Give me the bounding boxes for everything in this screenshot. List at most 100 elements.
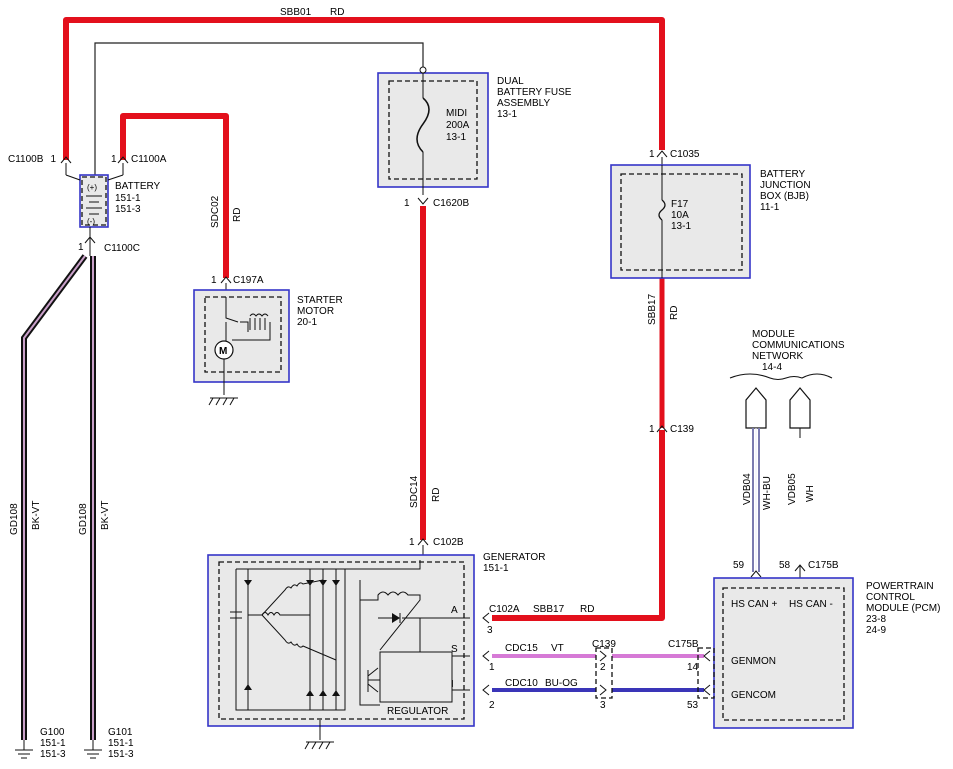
f17-name: F17 [671, 199, 689, 210]
bjb-line3: BOX (BJB) [760, 191, 809, 202]
wire-gd108-a[interactable] [21, 254, 88, 740]
pcm-genmon: GENMON [731, 656, 776, 667]
connector-c139-mid-label: C139 [592, 639, 616, 650]
connector-c1100a-symbol [117, 156, 129, 164]
dual-battery-fuse-assembly[interactable]: MIDI 200A 13-1 [377, 66, 489, 195]
wire-sbb17-gen-color: RD [580, 604, 594, 615]
connector-c139-top-label: C139 [670, 424, 694, 435]
connector-c1100b-symbol [60, 156, 72, 164]
battery-junction-box[interactable]: F17 10A 13-1 [610, 164, 751, 279]
connector-c139-mid-pin-b: 3 [600, 700, 606, 711]
wire-sbb01[interactable] [63, 17, 665, 160]
connector-c1620b-label: C1620B [433, 198, 469, 209]
wire-cdc10-label: CDC10 [505, 678, 538, 689]
generator-term-i: I [451, 679, 454, 690]
wire-sbb01-label: SBB01 [280, 7, 312, 18]
starter-motor[interactable]: M [193, 289, 290, 395]
wire-cdc15-color: VT [551, 643, 564, 654]
pcm-ref1: 23-8 [866, 614, 886, 625]
wire-sdc02[interactable] [120, 113, 229, 278]
wire-gd108-a-label: GD108 [9, 503, 20, 535]
ground-g100-label: G100 [40, 727, 65, 738]
battery-name: BATTERY [115, 181, 161, 192]
starter-ref: 20-1 [297, 317, 317, 328]
generator[interactable]: REGULATOR A S I [207, 554, 475, 740]
connector-c1620b-pin: 1 [404, 198, 410, 209]
battery[interactable]: (+) (-) [79, 174, 109, 228]
connector-c1100a-pin: 1 [111, 154, 117, 165]
wire-sdc02-label: SDC02 [210, 195, 221, 228]
generator-term-s: S [451, 644, 458, 655]
battery-pos-label: (+) [87, 183, 97, 192]
fuse-assembly-ref: 13-1 [497, 109, 517, 120]
battery-ref2: 151-3 [115, 204, 141, 215]
wire-gd108-a-color: BK-VT [31, 501, 42, 530]
connector-cdc10-pin: 2 [489, 700, 495, 711]
mcn-ref: 14-4 [762, 362, 782, 373]
connector-cdc10-symbol [482, 684, 490, 696]
connector-c102a-label: C102A [489, 604, 520, 615]
fuse-assembly-line3: ASSEMBLY [497, 98, 550, 109]
wire-vdb04[interactable] [752, 428, 760, 572]
ground-g100-ref1: 151-1 [40, 738, 66, 749]
connector-c197a-pin: 1 [211, 275, 217, 286]
connector-c175b-pin-53: 53 [687, 700, 699, 711]
wire-sbb17-gen-label: SBB17 [533, 604, 565, 615]
starter-motor-symbol: M [219, 346, 227, 357]
connector-c1100c-label: C1100C [104, 243, 140, 254]
battery-neg-label: (-) [87, 217, 95, 226]
f17-rating: 10A [671, 210, 689, 221]
network-splice-left-icon [745, 387, 767, 429]
wire-battery-fuse[interactable] [94, 42, 424, 175]
connector-c1620b-symbol [417, 197, 429, 205]
f17-ref: 13-1 [671, 221, 691, 232]
f17-fuse-icon [658, 199, 666, 221]
ground-g100-icon [15, 740, 33, 759]
connector-cdc15-symbol [482, 650, 490, 662]
ground-g100-ref2: 151-3 [40, 749, 66, 760]
pcm-line2: CONTROL [866, 592, 915, 603]
network-splice-right-icon [789, 387, 811, 438]
powertrain-control-module[interactable]: HS CAN + HS CAN - GENMON GENCOM [713, 577, 854, 729]
wire-gd108-b-label: GD108 [78, 503, 89, 535]
connector-c139-mid-pin-a: 2 [600, 662, 606, 673]
connector-c139-mid[interactable] [595, 647, 613, 699]
wire-gd108-b-color: BK-VT [100, 501, 111, 530]
wire-sbb17-color: RD [669, 306, 680, 320]
ground-g101-ref1: 151-1 [108, 738, 134, 749]
wire-cdc15-label: CDC15 [505, 643, 538, 654]
mcn-line3: NETWORK [752, 351, 803, 362]
wire-vdb04-color: WH-BU [762, 476, 773, 510]
wire-vdb04-label: VDB04 [742, 473, 753, 505]
connector-c1035-label: C1035 [670, 149, 700, 160]
connector-c102b-label: C102B [433, 537, 464, 548]
wire-sdc02-color: RD [232, 208, 243, 222]
starter-line2: MOTOR [297, 306, 334, 317]
connector-c1100b-label: C1100B [8, 154, 44, 165]
pcm-line1: POWERTRAIN [866, 581, 934, 592]
battery-ref1: 151-1 [115, 193, 141, 204]
connector-c175b-pin-14: 14 [687, 662, 699, 673]
connector-c175b-mid[interactable] [697, 647, 715, 699]
bjb-line1: BATTERY [760, 169, 806, 180]
pcm-line3: MODULE (PCM) [866, 603, 940, 614]
connector-c175b-59-symbol [750, 570, 762, 578]
connector-c175b-mid-label: C175B [668, 639, 699, 650]
connector-c175b-top-label: C175B [808, 560, 839, 571]
connector-c139-top-symbol [656, 425, 668, 433]
wire-vdb05-label: VDB05 [787, 473, 798, 505]
wire-sbb17-label: SBB17 [647, 293, 658, 325]
ground-g101-ref2: 151-3 [108, 749, 134, 760]
connector-c175b-pin-59: 59 [733, 560, 745, 571]
midi-name: MIDI [446, 108, 467, 119]
connector-c1100c-pin: 1 [78, 242, 84, 253]
ground-g101-label: G101 [108, 727, 133, 738]
connector-c139-top-pin: 1 [649, 424, 655, 435]
starter-ground-icon [208, 397, 238, 406]
wire-sbb17[interactable] [492, 430, 665, 621]
connector-c1035-symbol [656, 150, 668, 158]
generator-ref: 151-1 [483, 563, 509, 574]
generator-ground-icon [304, 741, 334, 750]
bjb-line2: JUNCTION [760, 180, 811, 191]
